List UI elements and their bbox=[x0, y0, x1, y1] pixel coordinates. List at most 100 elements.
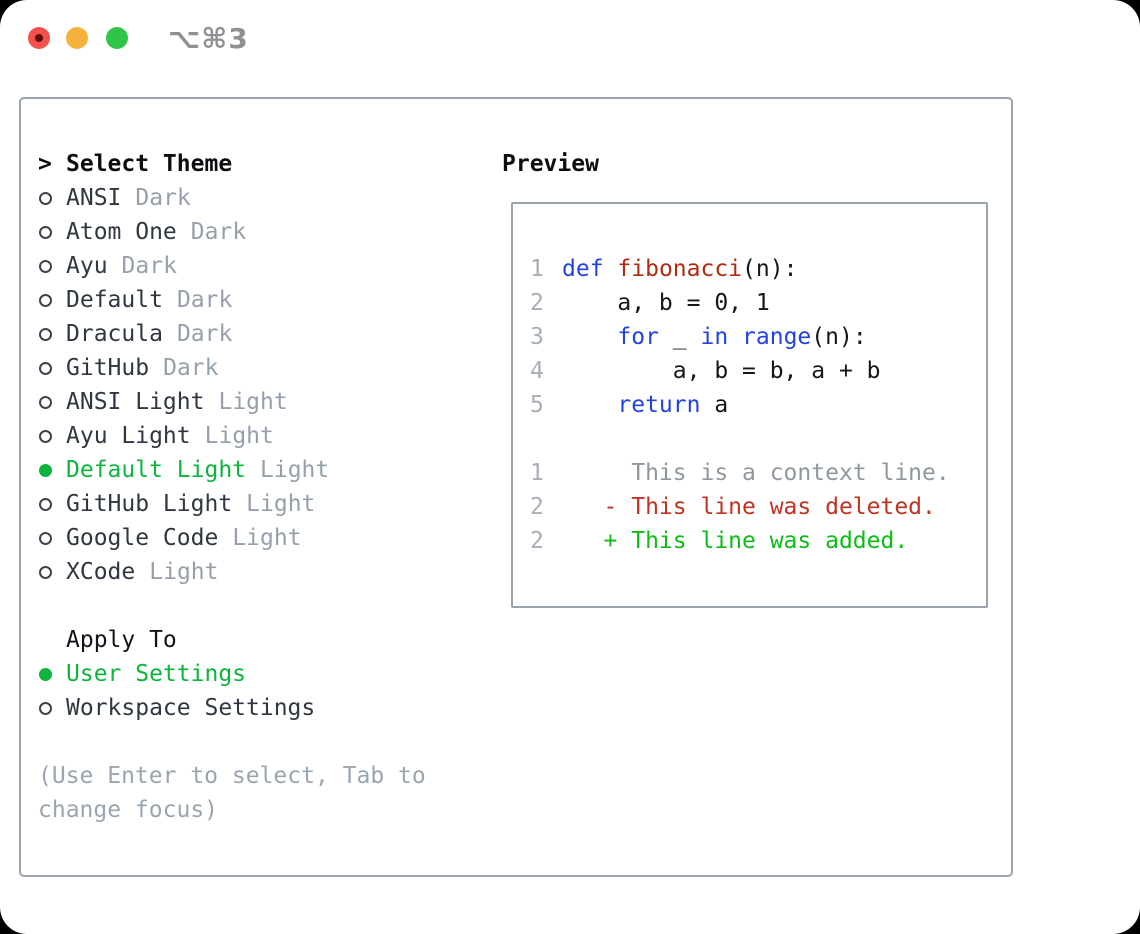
radio-icon bbox=[39, 191, 52, 205]
radio-icon bbox=[39, 395, 52, 409]
code-line: 4 a, b = b, a + b bbox=[530, 354, 986, 388]
theme-name: ANSI Light bbox=[66, 389, 205, 415]
theme-option-default-dark[interactable]: Default Dark bbox=[38, 283, 498, 317]
apply-option-label: User Settings bbox=[66, 661, 247, 687]
radio-cell bbox=[38, 361, 66, 375]
line-number: 1 bbox=[530, 460, 544, 486]
close-dot-icon bbox=[35, 34, 43, 42]
diff-context-line: 1 This is a context line. bbox=[530, 456, 986, 490]
diff-text: This is a context line. bbox=[562, 460, 950, 486]
code-line: 5 return a bbox=[530, 388, 986, 422]
code-token: in bbox=[700, 324, 729, 350]
radio-icon bbox=[39, 293, 52, 307]
line-number: 3 bbox=[530, 324, 544, 350]
spacer bbox=[38, 589, 498, 623]
radio-icon bbox=[39, 361, 52, 375]
theme-option-ansi-light[interactable]: ANSI Light Light bbox=[38, 385, 498, 419]
code-token: (n): bbox=[742, 256, 798, 282]
theme-list-title: Select Theme bbox=[66, 151, 233, 177]
radio-cell bbox=[38, 395, 66, 409]
theme-list: > Select Theme ANSI Dark Atom One Dark A… bbox=[38, 147, 498, 827]
code-token: (n): bbox=[811, 324, 867, 350]
radio-icon bbox=[39, 565, 52, 579]
cursor-icon: > bbox=[38, 151, 52, 177]
code-line: 3 for _ in range(n): bbox=[530, 320, 986, 354]
spacer bbox=[530, 422, 986, 456]
radio-icon bbox=[39, 531, 52, 545]
theme-option-ayu-dark[interactable]: Ayu Dark bbox=[38, 249, 498, 283]
apply-option-workspace-settings[interactable]: Workspace Settings bbox=[38, 691, 498, 725]
theme-name: Atom One bbox=[66, 219, 177, 245]
theme-option-atom-one-dark[interactable]: Atom One Dark bbox=[38, 215, 498, 249]
line-number: 2 bbox=[530, 528, 544, 554]
radio-cell bbox=[38, 327, 66, 341]
line-number: 5 bbox=[530, 392, 544, 418]
theme-option-dracula-dark[interactable]: Dracula Dark bbox=[38, 317, 498, 351]
diff-text: + This line was added. bbox=[562, 528, 909, 554]
radio-cell bbox=[38, 565, 66, 579]
radio-icon bbox=[39, 327, 52, 341]
radio-icon bbox=[39, 259, 52, 273]
radio-icon bbox=[39, 429, 52, 443]
code-token bbox=[562, 324, 617, 350]
apply-to-header: Apply To bbox=[38, 623, 498, 657]
code-line: 2 a, b = 0, 1 bbox=[530, 286, 986, 320]
code-token: a, b = 0, 1 bbox=[562, 290, 770, 316]
theme-option-xcode[interactable]: XCode Light bbox=[38, 555, 498, 589]
theme-name: XCode bbox=[66, 559, 136, 585]
theme-option-ansi-dark[interactable]: ANSI Dark bbox=[38, 181, 498, 215]
code-token bbox=[728, 324, 742, 350]
radio-cell bbox=[38, 225, 66, 239]
minimize-button[interactable] bbox=[66, 27, 88, 49]
theme-name: Default bbox=[66, 287, 163, 313]
theme-variant: Light bbox=[204, 423, 274, 449]
code-token: _ bbox=[658, 324, 701, 350]
zoom-button[interactable] bbox=[106, 27, 128, 49]
window-shortcut-label: ⌥⌘3 bbox=[168, 22, 249, 55]
radio-cell bbox=[38, 667, 66, 681]
hint-text-line2: change focus) bbox=[38, 797, 219, 823]
radio-icon bbox=[39, 701, 52, 715]
theme-option-ayu-light[interactable]: Ayu Light Light bbox=[38, 419, 498, 453]
radio-selected-icon bbox=[39, 463, 52, 477]
radio-cell bbox=[38, 429, 66, 443]
theme-option-google-code[interactable]: Google Code Light bbox=[38, 521, 498, 555]
theme-name: Default Light bbox=[66, 457, 247, 483]
close-button[interactable] bbox=[28, 27, 50, 49]
line-number: 4 bbox=[530, 358, 544, 384]
theme-option-github-dark[interactable]: GitHub Dark bbox=[38, 351, 498, 385]
theme-variant: Light bbox=[232, 525, 302, 551]
theme-name: Ayu Light bbox=[66, 423, 191, 449]
radio-cell bbox=[38, 191, 66, 205]
theme-variant: Light bbox=[246, 491, 316, 517]
theme-variant: Dark bbox=[176, 321, 233, 347]
code-token: a, b = b, a + b bbox=[562, 358, 881, 384]
theme-variant: Dark bbox=[121, 253, 177, 279]
code-token: return bbox=[617, 392, 701, 418]
theme-option-github-light[interactable]: GitHub Light Light bbox=[38, 487, 498, 521]
titlebar: ⌥⌘3 bbox=[0, 0, 1140, 76]
diff-added-line: 2 + This line was added. bbox=[530, 524, 986, 558]
radio-cell bbox=[38, 463, 66, 477]
radio-cell bbox=[38, 497, 66, 511]
code-token bbox=[562, 392, 617, 418]
apply-option-user-settings[interactable]: User Settings bbox=[38, 657, 498, 691]
radio-cell bbox=[38, 293, 66, 307]
radio-icon bbox=[39, 497, 52, 511]
code-token: fibonacci bbox=[617, 256, 743, 282]
theme-name: GitHub Light bbox=[66, 491, 233, 517]
theme-option-default-light[interactable]: Default Light Light bbox=[38, 453, 498, 487]
theme-variant: Dark bbox=[176, 287, 233, 313]
theme-name: Google Code bbox=[66, 525, 219, 551]
theme-variant: Dark bbox=[163, 355, 219, 381]
theme-picker-panel: > Select Theme ANSI Dark Atom One Dark A… bbox=[19, 97, 1013, 877]
radio-icon bbox=[39, 225, 52, 239]
theme-name: Dracula bbox=[66, 321, 163, 347]
theme-name: GitHub bbox=[66, 355, 150, 381]
theme-variant: Light bbox=[260, 457, 330, 483]
radio-selected-icon bbox=[39, 667, 52, 681]
radio-cell bbox=[38, 259, 66, 273]
